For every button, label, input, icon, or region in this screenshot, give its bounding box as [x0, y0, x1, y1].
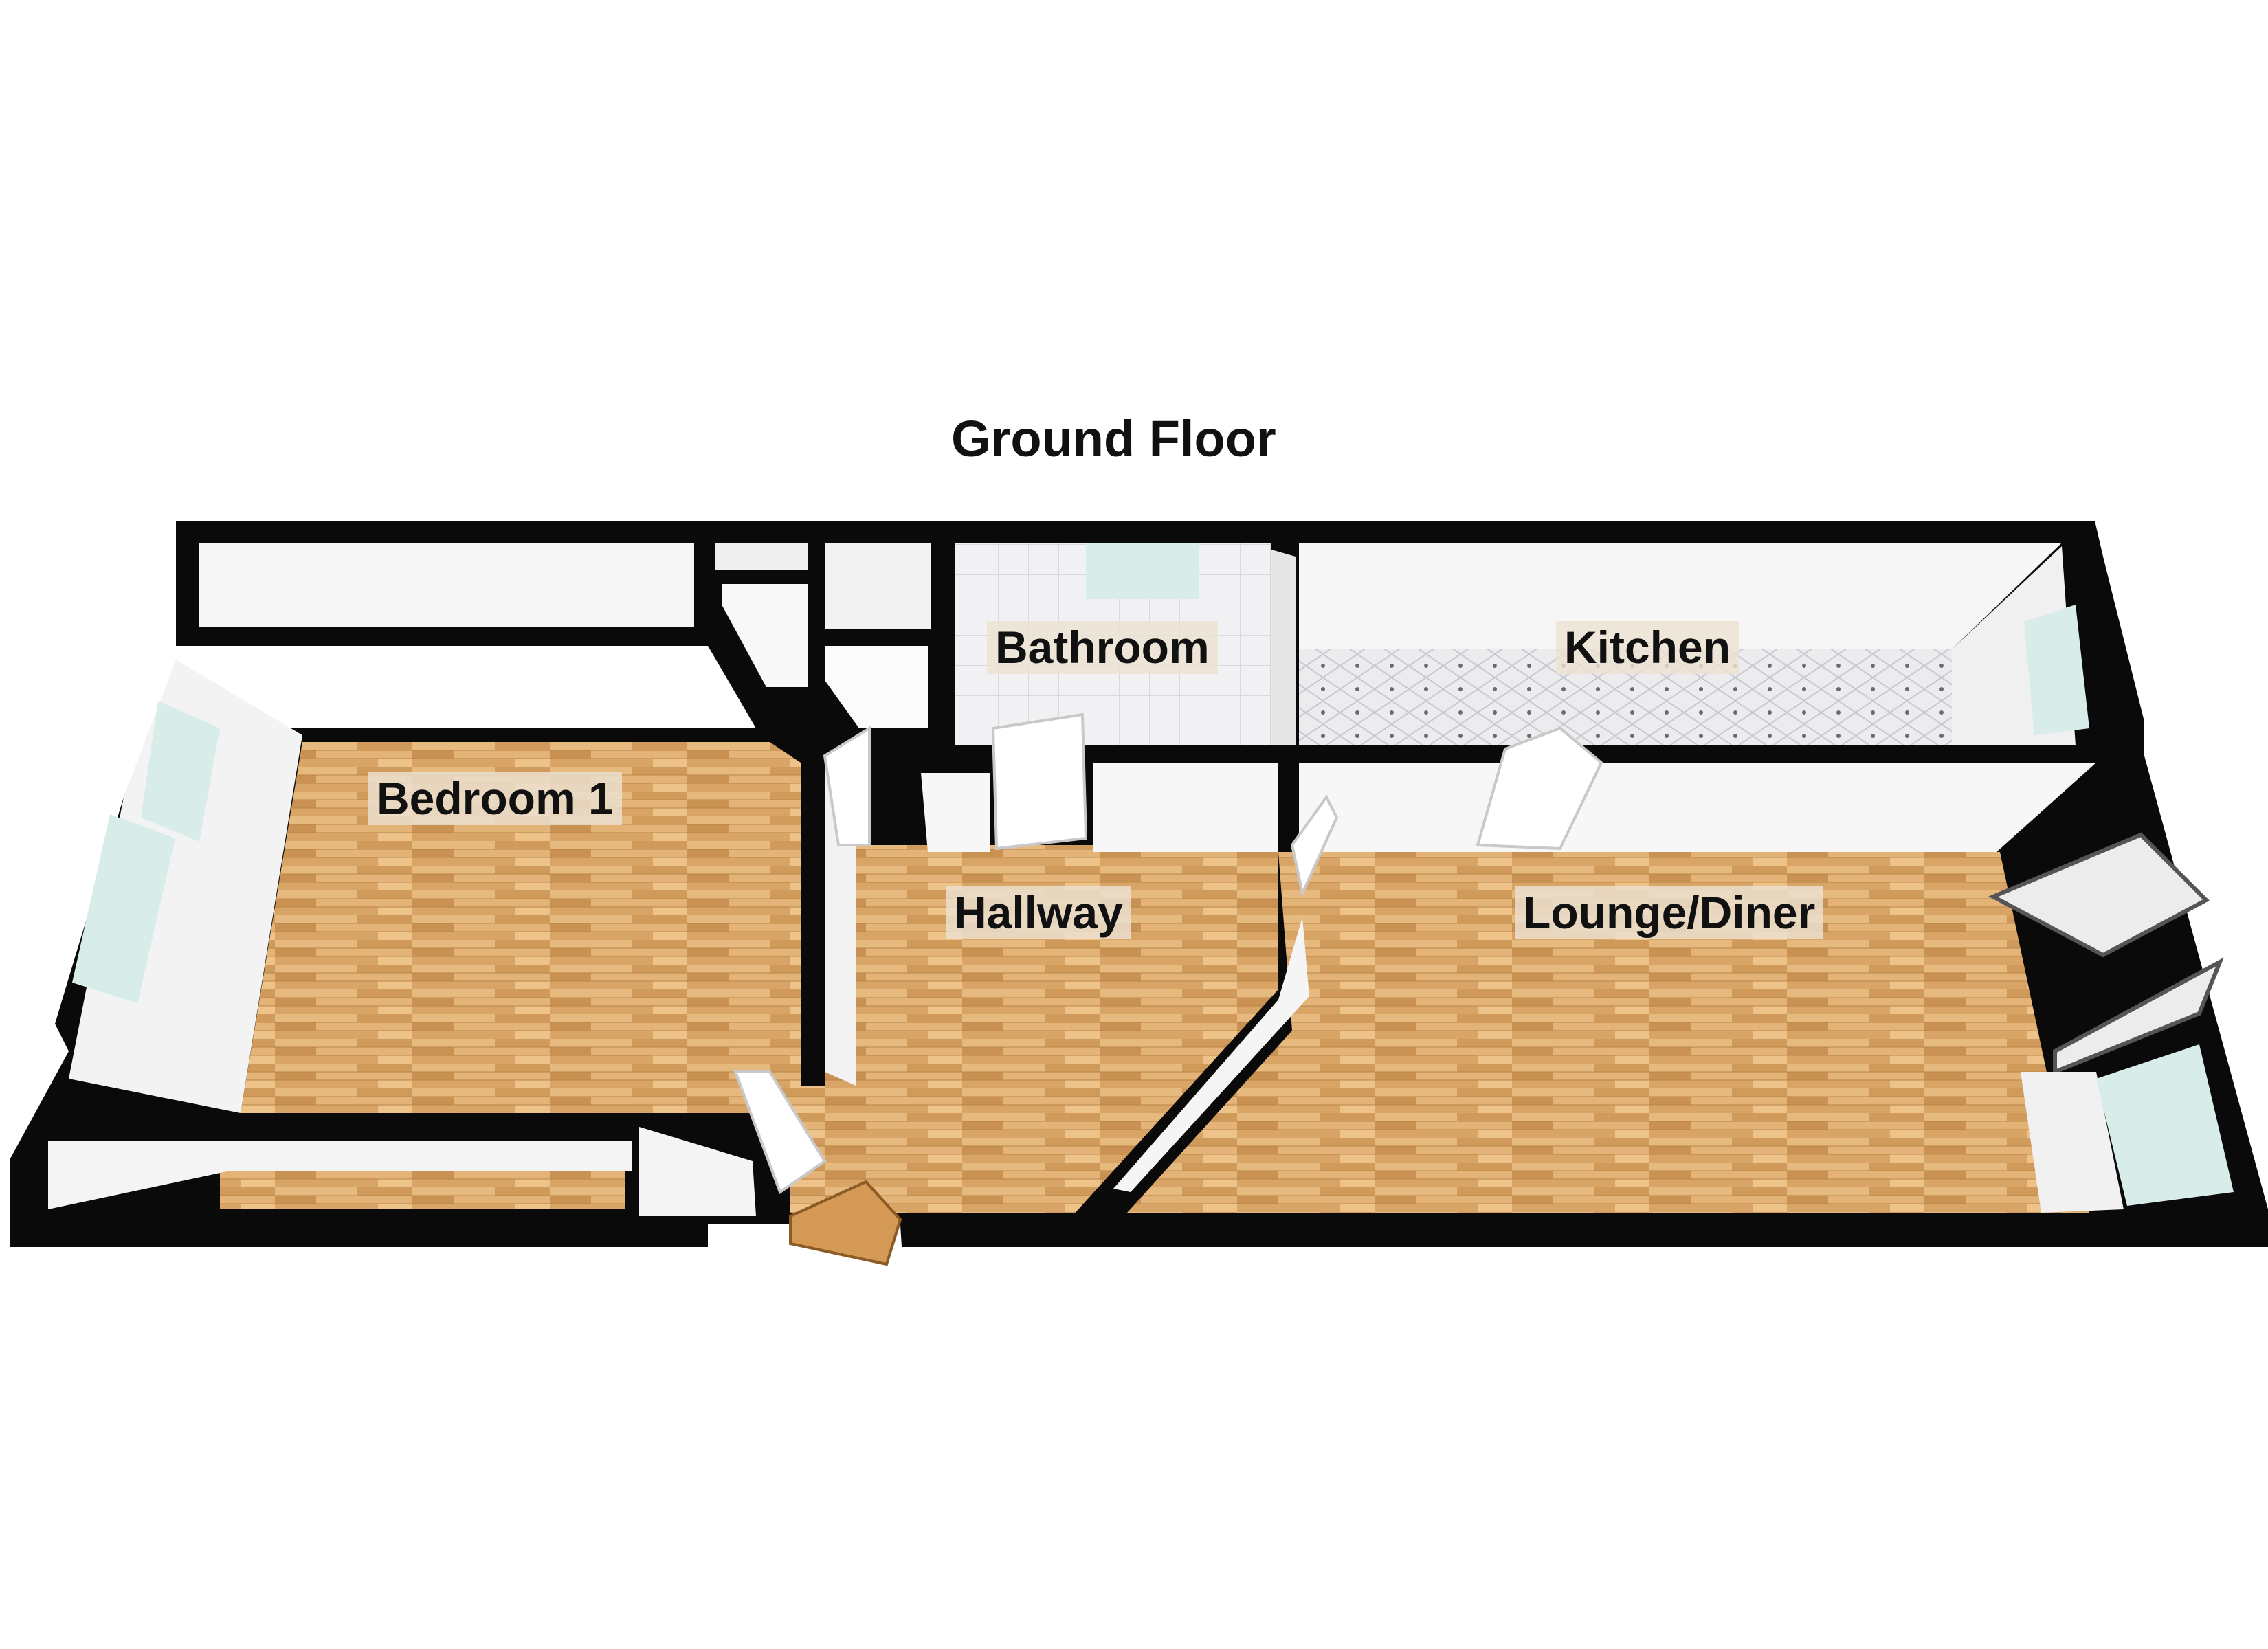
cupboard-box-a	[722, 584, 808, 687]
room-label-bathroom: Bathroom	[987, 621, 1218, 674]
bathroom-door	[991, 713, 1088, 851]
back-wall-left	[199, 543, 694, 627]
cupboard-box-b	[825, 543, 931, 629]
back-wall-bedroom-top	[151, 646, 756, 728]
lounge-back-wall	[1299, 763, 2096, 852]
hall-door-wall-a	[921, 773, 990, 852]
lounge-floor	[1127, 852, 2089, 1213]
room-label-hallway: Hallway	[946, 886, 1131, 939]
kitchen-window	[2024, 605, 2089, 735]
front-door	[789, 1180, 902, 1266]
room-label-lounge: Lounge/Diner	[1515, 886, 1824, 939]
bathroom-window	[1086, 543, 1199, 599]
lounge-door	[1290, 794, 1339, 898]
room-label-bedroom: Bedroom 1	[368, 772, 622, 825]
bedroom-floor	[241, 742, 801, 1113]
hall-door-wall-b	[1093, 763, 1278, 852]
bathroom-right-wall	[1271, 550, 1296, 749]
closet-back-wall	[48, 1141, 632, 1209]
floor-title: Ground Floor	[951, 410, 1276, 467]
kitchen-door	[1476, 726, 1603, 851]
hall-partition-left	[801, 749, 825, 1086]
cupboard-box-b-front	[825, 646, 928, 728]
bedroom-window-lower	[72, 814, 175, 1003]
closet-floor	[220, 1168, 625, 1209]
closet-box	[639, 1127, 756, 1216]
bedroom-bottom-wall	[69, 1117, 643, 1141]
bedroom-window-upper	[141, 701, 220, 842]
bedroom-door	[733, 1070, 827, 1195]
room-label-kitchen: Kitchen	[1556, 621, 1739, 674]
bay-window-upper	[1988, 832, 2210, 958]
lounge-right-wall	[2021, 1072, 2124, 1213]
cupboard-top-a	[715, 543, 808, 570]
kitchen-floor	[1299, 649, 1952, 745]
hall-cupboard-door	[823, 726, 871, 846]
front-wall	[902, 1216, 2268, 1247]
lounge-window-glass	[2096, 1044, 2234, 1206]
bay-window-lower	[2053, 957, 2224, 1075]
kitchen-back-wall	[1299, 543, 2062, 649]
hallway-floor	[790, 845, 1278, 1213]
